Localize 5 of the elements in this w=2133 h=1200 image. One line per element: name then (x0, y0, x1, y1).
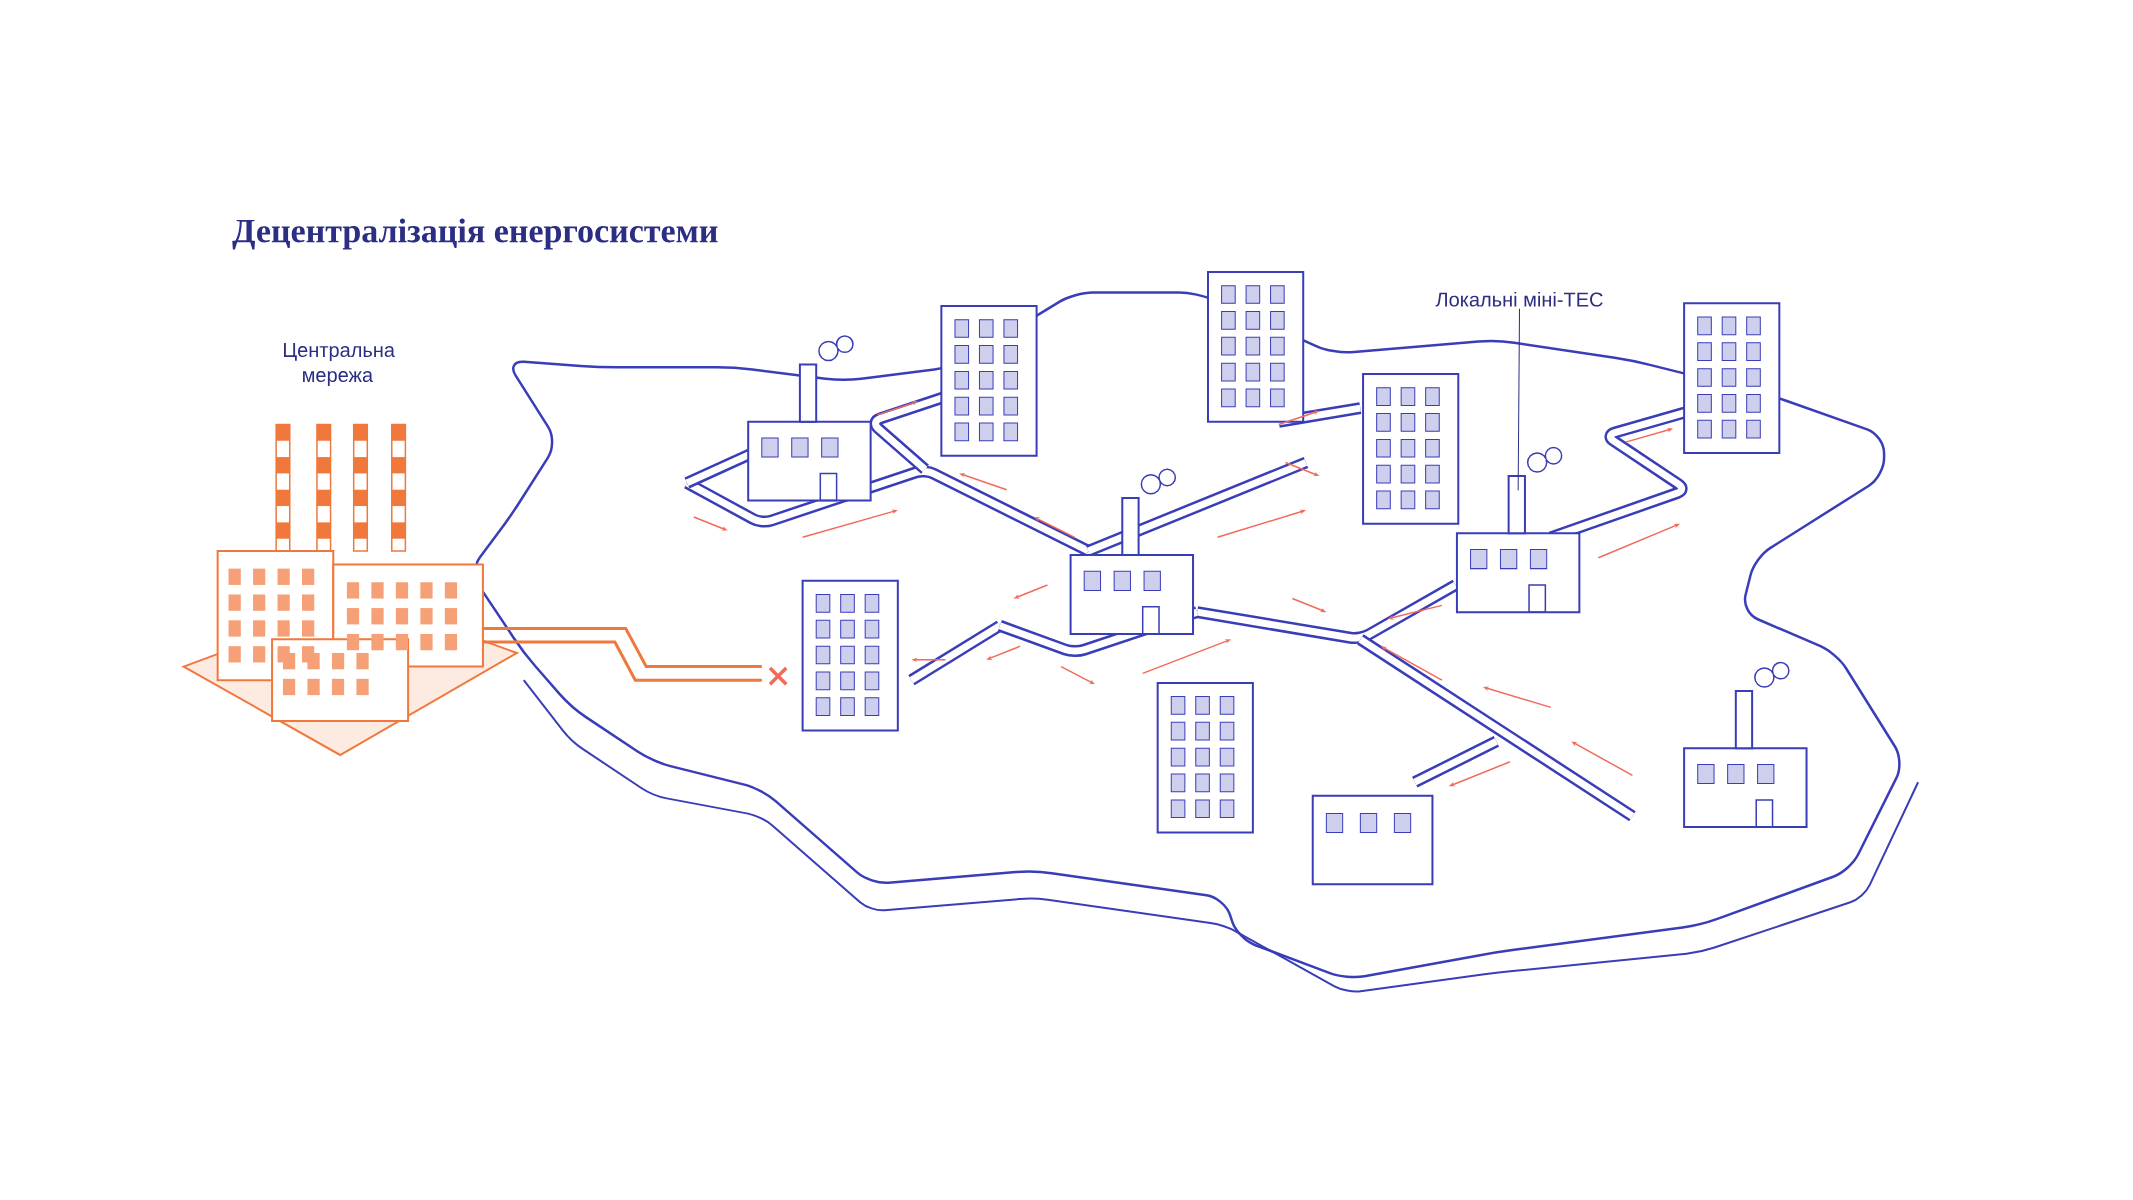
plant-label: Локальні міні-ТЕС (1435, 292, 1603, 307)
leader-line (1517, 308, 1520, 491)
plant-label: Центральна мережа (284, 343, 395, 387)
power-plant-drawing (1455, 446, 1581, 614)
title: Децентралізація енергосистеми (232, 218, 718, 250)
